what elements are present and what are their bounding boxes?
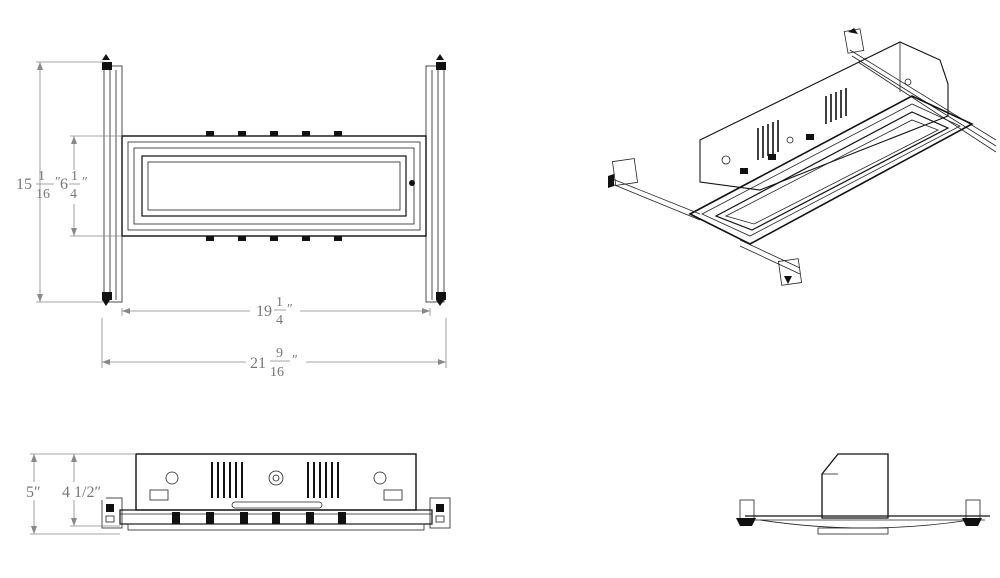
height-inner-unit: ″ [82,175,88,190]
iso-rear-rail [843,28,997,153]
end-left-bracket [736,499,756,526]
right-mounting-bar [425,54,446,306]
side-right-bracket [429,497,451,529]
height-overall-unit: ″ [55,175,61,190]
iso-trim-frame [688,95,974,245]
top-view: 15 1 16 ″ 6 1 4 ″ 19 1 [16,54,447,380]
side-housing-body [119,453,433,531]
iso-vent-slots [757,88,847,160]
width-inner-den: 4 [276,313,283,328]
iso-front-rail [608,158,803,286]
isometric-view [608,28,997,286]
dimension-height-inner: 6 1 4 ″ [60,135,122,237]
dimension-height-overall: 15 1 16 ″ [16,61,104,303]
height-inner-den: 4 [70,187,77,202]
height-inner-whole: 6 [60,176,68,193]
iso-housing-box [699,41,949,191]
dimension-width-overall: 21 9 16 ″ [101,318,447,380]
height-inner-num: 1 [71,169,78,184]
height-overall-whole: 15 [16,176,32,193]
height-overall-num: 1 [38,169,45,184]
width-overall-unit: ″ [292,353,298,368]
left-mounting-bar [102,54,123,306]
side-height-overall-label: 5″ [26,484,41,501]
dimension-side-height-body: 4 1/2″ [60,454,120,527]
width-overall-num: 9 [276,346,283,361]
height-overall-den: 16 [36,187,50,202]
end-view [736,453,990,535]
dimension-width-inner: 19 1 4 ″ [121,295,431,328]
dimension-side-height-overall: 5″ [22,453,136,535]
width-inner-unit: ″ [287,302,293,317]
width-inner-num: 1 [276,295,283,310]
side-left-bracket [101,497,123,529]
side-vent-slots [211,462,339,498]
end-right-bracket [962,499,982,526]
housing-tabs [206,131,342,241]
side-view: 5″ 4 1/2″ [22,453,451,535]
width-overall-den: 16 [270,365,284,380]
width-overall-whole: 21 [250,355,266,372]
housing-frame [121,135,427,237]
width-inner-whole: 19 [256,303,272,320]
side-height-body-label: 4 1/2″ [62,484,101,501]
